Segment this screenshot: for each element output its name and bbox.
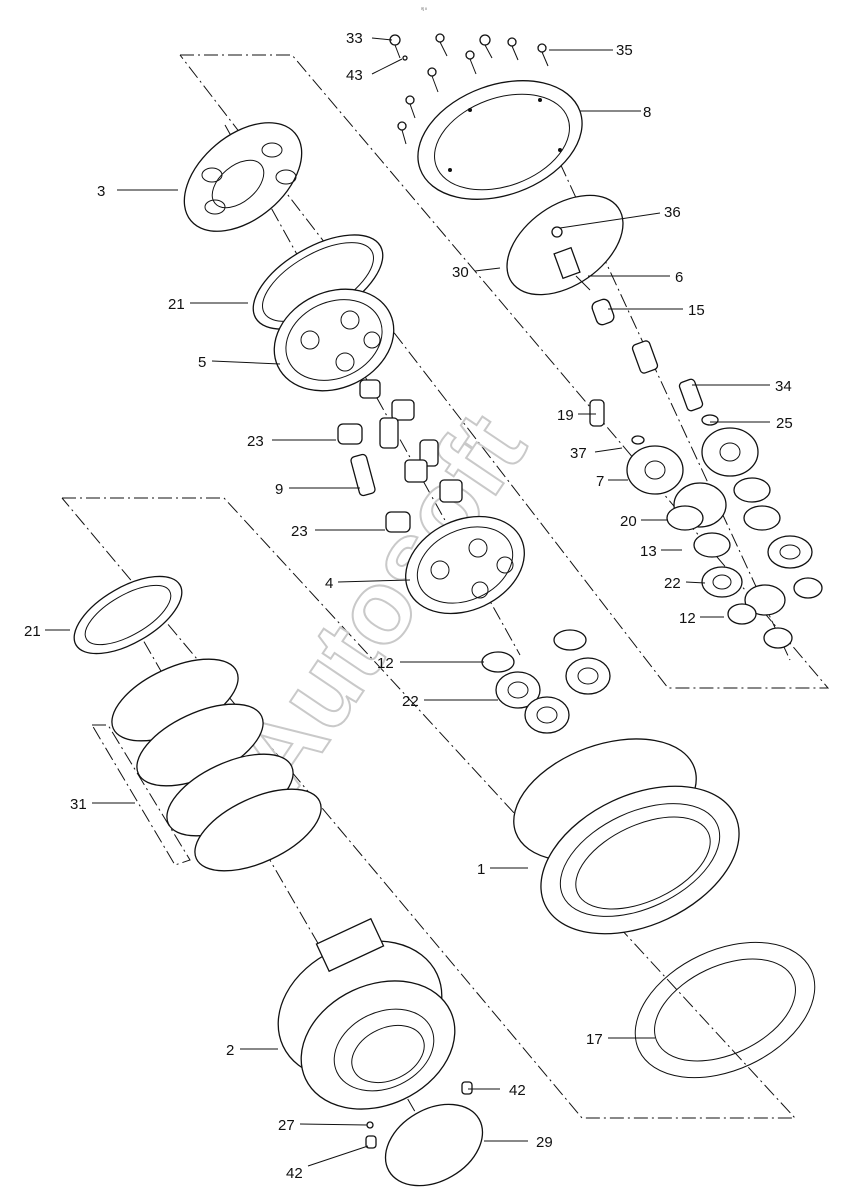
callout-36: 36 [664,204,681,221]
end-cover-disc-part [384,1103,484,1187]
carrier-disc-part [183,122,303,232]
callout-12-right: 12 [679,610,696,627]
callout-34: 34 [775,378,792,395]
group-outline-lower [61,497,797,1119]
ring-gear-housing-part [513,738,740,935]
cover-flange-part [417,80,583,200]
callout-3: 3 [97,183,105,200]
bearing-ring-lower-part [73,575,183,655]
plug-part-42-upper [461,1081,473,1095]
callout-5: 5 [198,354,206,371]
callout-31: 31 [70,796,87,813]
callout-42-right: 42 [509,1082,526,1099]
callout-1: 1 [477,861,485,878]
planet-gears-group [337,379,463,533]
callout-21-lower: 21 [24,623,41,640]
leader-lines [45,37,770,1167]
callout-17: 17 [586,1031,603,1048]
shim-disc-part [506,194,624,296]
callout-19: 19 [557,407,574,424]
sleeve-part [591,298,615,326]
right-planet-stack [589,340,823,649]
gear-carrier-lower-part [405,515,525,615]
callout-12-center: 12 [377,655,394,672]
callout-8: 8 [643,104,651,121]
gear-carrier-upper-part [273,288,395,392]
callout-6: 6 [675,269,683,286]
callout-21: 21 [168,296,185,313]
callout-22-center: 22 [402,693,419,710]
callout-35: 35 [616,42,633,59]
callout-25: 25 [776,415,793,432]
callout-20: 20 [620,513,637,530]
plug-part-42-lower [365,1135,377,1149]
seal-rings-part [111,658,322,872]
center-bearings [481,629,611,734]
plug-part-27 [366,1121,374,1129]
callout-15: 15 [688,302,705,319]
callout-37: 37 [570,445,587,462]
callout-9: 9 [275,481,283,498]
group-outline-upper [179,54,830,689]
callout-43: 43 [346,67,363,84]
callout-13: 13 [640,543,657,560]
callout-33: 33 [346,30,363,47]
svg-text:Autosoft: Autosoft [213,394,548,813]
hub-housing-part [277,917,456,1110]
callout-42-lower: 42 [286,1165,303,1182]
header-mark: ॡ ॥ [421,6,427,11]
group-outline-seals [91,724,191,866]
callout-23-upper: 23 [247,433,264,450]
callout-2: 2 [226,1042,234,1059]
callout-30: 30 [452,264,469,281]
callout-4: 4 [325,575,333,592]
cover-bolts [389,33,549,145]
ball-part [551,226,563,238]
callout-22-right: 22 [664,575,681,592]
sun-gear-shaft-part [553,246,591,291]
callout-7: 7 [596,473,604,490]
callout-labels: 33 43 35 8 3 36 30 6 15 21 5 34 19 25 23… [24,30,793,1182]
callout-23-lower: 23 [291,523,308,540]
callout-27: 27 [278,1117,295,1134]
roller-pins-part [634,941,816,1079]
watermark: Autosoft [212,393,549,814]
callout-29: 29 [536,1134,553,1151]
